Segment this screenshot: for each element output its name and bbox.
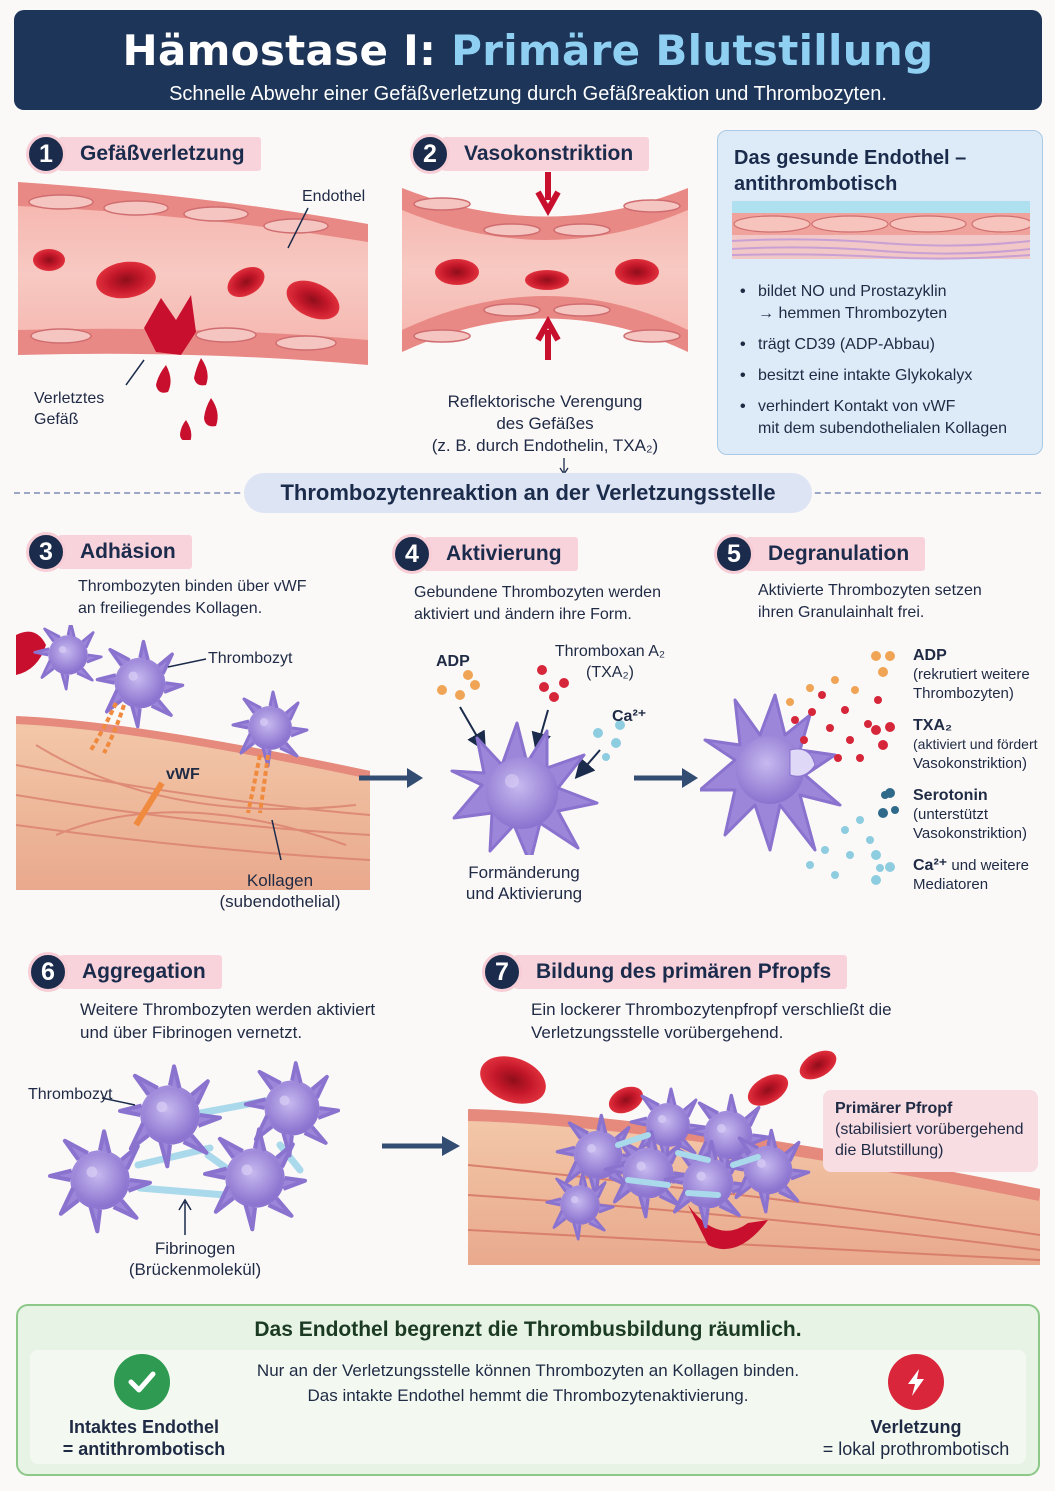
step-3-heading: 3 Adhäsion [26,532,192,572]
step-title: Degranulation [746,537,926,571]
label-thromboxan: Thromboxan A₂(TXA₂) [554,643,666,681]
header-banner: Hämostase I: Primäre Blutstillung Schnel… [14,10,1042,110]
arrow-right-icon [382,1136,460,1156]
summary-box: Das Endothel begrenzt die Thrombusbildun… [16,1304,1040,1476]
page-subtitle: Schnelle Abwehr einer Gefäßverletzung du… [169,83,887,105]
degranulation-illustration [700,676,899,879]
label-adp: ADP [436,653,470,670]
summary-title: Das Endothel begrenzt die Thrombusbildun… [254,1318,802,1341]
primary-plug-illustration [468,1050,1040,1265]
checkmark-icon [114,1354,170,1410]
list-item: besitzt eine intakte Glykokalyx [740,365,1007,387]
step-number: 2 [410,134,450,174]
summary-inner: Nur an der Verletzungsstelle können Thro… [30,1350,1026,1464]
label-endothel: Endothel [302,188,366,205]
step-number: 6 [28,952,68,992]
label-collagen: Kollagen(subendothelial) [219,871,341,911]
endothel-layer-illustration [732,201,1030,260]
constricted-vessel-illustration [402,172,688,360]
step-number: 4 [392,534,432,574]
injured-vessel-illustration [18,182,368,440]
endothel-box-title: Das gesunde Endothel –antithrombotisch [734,147,967,195]
endothel-properties-list: bildet NO und Prostazyklin→ hemmen Throm… [740,281,1007,449]
step-1-heading: 1 Gefäßverletzung [26,134,261,174]
step-number: 3 [26,532,66,572]
legend-dots [871,651,895,885]
aggregation-illustration [40,1061,340,1235]
plug-description: Ein lockerer Thrombozytenpfropf verschli… [531,1000,892,1042]
step-title: Aktivierung [424,537,578,571]
step-title: Bildung des primären Pfropfs [514,955,848,989]
activation-illustration [437,665,625,855]
label-fibrinogen: Fibrinogen(Brückenmolekül) [128,1239,262,1279]
step-title: Aggregation [60,955,222,989]
step-title: Gefäßverletzung [58,137,261,171]
list-item: trägt CD39 (ADP-Abbau) [740,334,1007,356]
step-6-heading: 6 Aggregation [28,952,222,992]
arrow-right-icon [634,768,698,788]
step-7-heading: 7 Bildung des primären Pfropfs [482,952,848,992]
label-thrombozyt-2: Thrombozyt [28,1086,113,1103]
step-2-heading: 2 Vasokonstriktion [410,134,650,174]
arrow-right-icon [359,768,423,788]
step-title: Adhäsion [58,535,192,569]
step-title: Vasokonstriktion [442,137,650,171]
injury-label: Verletzung= lokal prothrombotisch [822,1417,1010,1459]
label-calcium: Ca²⁺ [612,708,647,725]
step-number: 1 [26,134,66,174]
primary-plug-callout: Primärer Pfropf(stabilisiert vorübergehe… [823,1090,1038,1172]
label-vwf: vWF [166,766,200,783]
step-5-heading: 5 Degranulation [714,534,926,574]
step-4-heading: 4 Aktivierung [392,534,578,574]
adhesion-illustration [16,625,370,890]
step-number: 5 [714,534,754,574]
lightning-icon [888,1354,944,1410]
page-title: Hämostase I: Primäre Blutstillung [122,26,934,75]
section-title: Thrombozytenreaktion an der Verletzungss… [244,473,812,513]
summary-message: Nur an der Verletzungsstelle können Thro… [256,1361,800,1405]
list-item: bildet NO und Prostazyklin→ hemmen Throm… [740,281,1007,325]
label-thrombozyt: Thrombozyt [208,650,293,667]
intact-endothel-label: Intaktes Endothel= antithrombotisch [62,1417,226,1459]
step-number: 7 [482,952,522,992]
healthy-endothel-box: Das gesunde Endothel –antithrombotisch b… [717,130,1043,455]
